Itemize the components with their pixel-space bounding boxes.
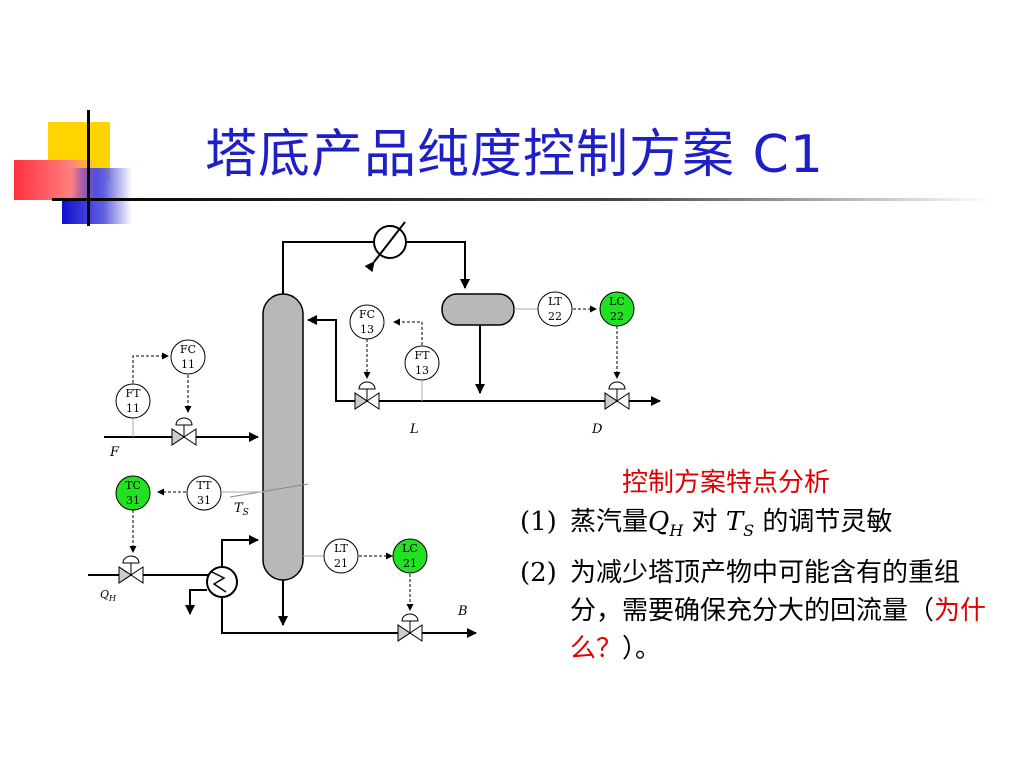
deco-vertical-line <box>87 110 90 226</box>
label-steam: QH <box>100 588 117 603</box>
instrument-ft11: FT 11 <box>115 383 151 419</box>
svg-text:LT: LT <box>548 295 562 308</box>
column-thin-line <box>229 483 309 498</box>
svg-text:13: 13 <box>360 323 374 336</box>
title-rule <box>52 198 992 201</box>
svg-text:11: 11 <box>181 358 195 371</box>
instrument-ft13: FT 13 <box>404 345 440 381</box>
instrument-tc31: TC 31 <box>115 475 151 511</box>
svg-text:22: 22 <box>548 310 562 323</box>
instrument-lt21: LT 21 <box>323 538 359 574</box>
deco-red-block <box>14 160 96 200</box>
feed-valve-icon <box>171 417 197 446</box>
condensate-line <box>185 589 207 615</box>
instrument-fc11: FC 11 <box>170 339 206 375</box>
page-title: 塔底产品纯度控制方案 C1 <box>205 125 824 185</box>
instrument-lc21: LC 21 <box>392 538 428 574</box>
svg-text:21: 21 <box>334 557 348 570</box>
svg-text:FC: FC <box>180 343 196 356</box>
svg-text:LC: LC <box>609 295 625 308</box>
reflux-drum <box>441 293 515 326</box>
svg-text:FT: FT <box>126 387 142 400</box>
svg-text:22: 22 <box>610 310 624 323</box>
svg-text:13: 13 <box>415 364 429 377</box>
distillate-valve-icon <box>604 381 630 410</box>
svg-text:TT: TT <box>197 479 213 492</box>
instrument-lt22: LT 22 <box>537 291 573 327</box>
svg-text:LT: LT <box>334 542 348 555</box>
instrument-tt31: TT 31 <box>186 475 222 511</box>
svg-text:31: 31 <box>126 494 140 507</box>
svg-text:11: 11 <box>126 402 140 415</box>
steam-valve-icon <box>118 555 144 584</box>
svg-text:FT: FT <box>415 349 431 362</box>
instrument-lc22: LC 22 <box>599 291 635 327</box>
note-item-1: (1) 蒸汽量QH 对 TS 的调节灵敏 <box>520 507 893 541</box>
analysis-notes: 控制方案特点分析 (1) 蒸汽量QH 对 TS 的调节灵敏 (2) 为减少塔顶产… <box>520 462 1000 668</box>
notes-heading: 控制方案特点分析 <box>622 468 831 498</box>
reboiler-icon <box>206 566 238 598</box>
svg-text:TC: TC <box>125 479 141 492</box>
label-bottoms: B <box>457 604 468 619</box>
distillation-column <box>262 293 304 581</box>
reflux-line <box>307 315 480 402</box>
svg-text:31: 31 <box>197 494 211 507</box>
label-reflux: L <box>409 422 419 437</box>
svg-text:LC: LC <box>402 542 418 555</box>
reboiler-return <box>221 535 259 568</box>
reflux-valve-icon <box>354 381 380 410</box>
label-temp: TS <box>234 501 249 518</box>
overhead-line <box>282 241 470 294</box>
svg-text:FC: FC <box>359 308 375 321</box>
reboiler-feed <box>221 597 283 634</box>
instrument-fc13: FC 13 <box>349 304 385 340</box>
bottoms-valve-icon <box>397 613 423 642</box>
label-feed: F <box>109 445 120 460</box>
label-distillate: D <box>591 422 603 437</box>
note-item-2: (2) 为减少塔顶产物中可能含有的重组分，需要确保充分大的回流量（为什么？）。 <box>520 558 987 665</box>
svg-text:21: 21 <box>403 557 417 570</box>
